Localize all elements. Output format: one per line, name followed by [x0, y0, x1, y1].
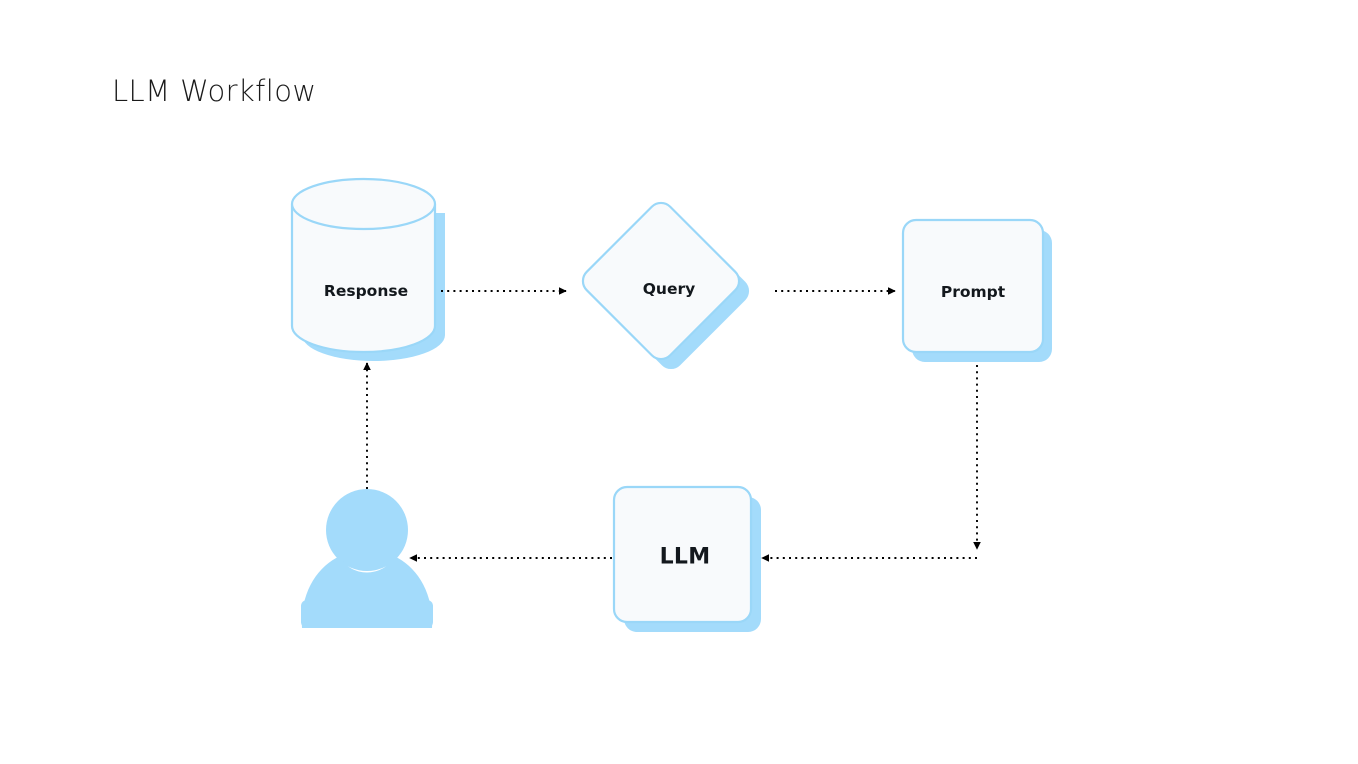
node-user[interactable] [301, 489, 433, 628]
connectors [363, 287, 981, 562]
response-cylinder-body [290, 202, 437, 354]
prompt-box [901, 218, 1045, 354]
person-head-icon [326, 489, 408, 571]
page-title: LLM Workflow [112, 74, 317, 108]
node-query[interactable] [578, 198, 745, 365]
response-cylinder-top [290, 177, 437, 231]
llm-box [612, 485, 753, 624]
node-response[interactable] [290, 177, 437, 354]
node-llm[interactable] [612, 485, 753, 624]
query-diamond [581, 201, 741, 361]
person-body-base [301, 600, 433, 628]
node-prompt[interactable] [901, 218, 1045, 354]
